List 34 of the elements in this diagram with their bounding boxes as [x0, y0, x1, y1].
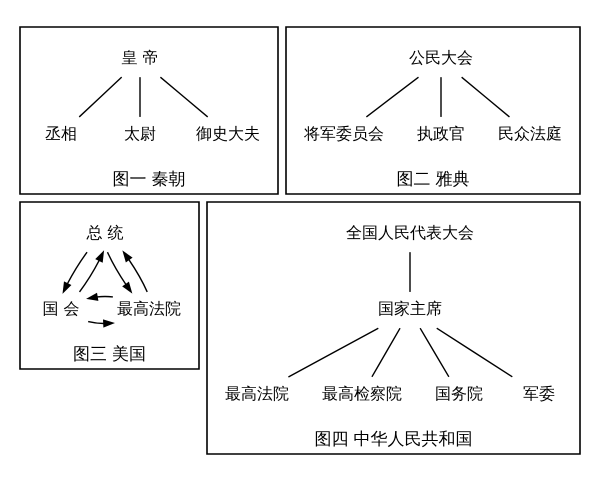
node-text: 太尉	[124, 123, 156, 142]
connector	[160, 76, 208, 117]
connector	[420, 327, 450, 377]
connector	[78, 76, 122, 117]
node-text: 国家主席	[378, 298, 442, 318]
connector	[440, 76, 442, 116]
node-text: 皇 帝	[121, 47, 159, 66]
arrow	[88, 318, 115, 328]
connector	[436, 327, 513, 377]
node-text: 公民大会	[409, 47, 473, 66]
arrow	[78, 250, 104, 292]
node-text: 将军委员会	[304, 123, 384, 142]
node-text: 民众法庭	[498, 123, 562, 142]
node-text: 最高法院	[117, 298, 181, 318]
arrow	[106, 251, 132, 294]
node-text: 最高法院	[225, 383, 289, 402]
node-text: 最高检察院	[322, 383, 402, 402]
arrow	[122, 250, 148, 292]
arrow	[62, 251, 88, 294]
connector	[139, 76, 141, 116]
connector	[461, 76, 510, 117]
node-text: 执政官	[417, 123, 465, 142]
node-text: 国 会	[42, 298, 80, 318]
arrow	[86, 292, 113, 300]
connector	[409, 252, 411, 292]
connector	[366, 76, 419, 117]
connector	[288, 327, 379, 378]
connector	[371, 327, 401, 377]
node-text: 国务院	[435, 383, 483, 402]
node-text: 御史大夫	[196, 123, 260, 142]
node-text: 总 统	[86, 222, 124, 242]
node-text: 军委	[523, 383, 555, 402]
node-text: 全国人民代表大会	[346, 222, 474, 242]
node-text: 丞相	[45, 123, 77, 142]
